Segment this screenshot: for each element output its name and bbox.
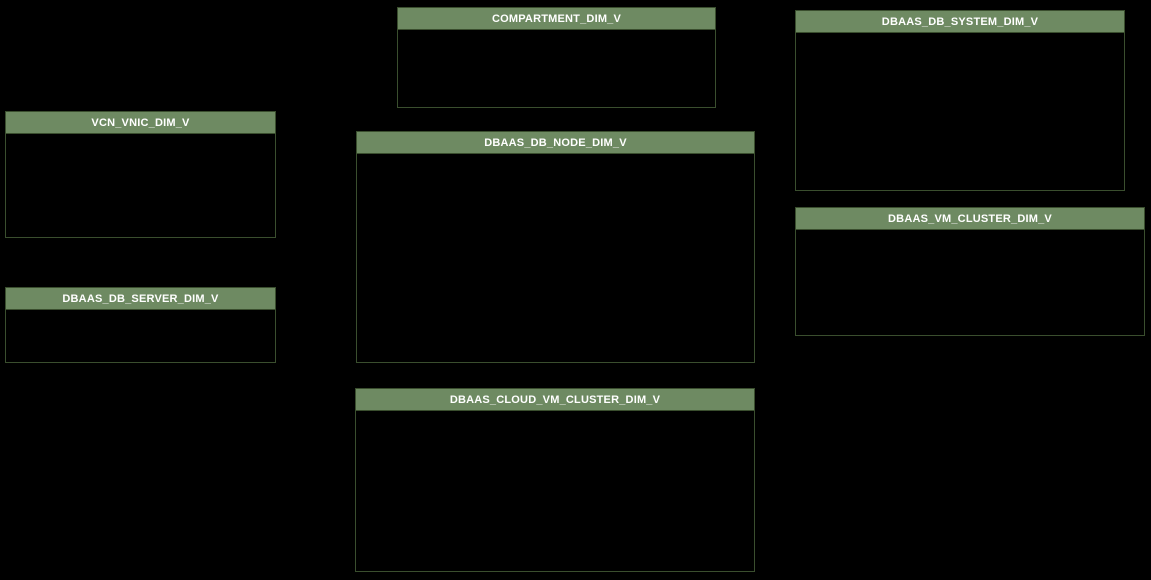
entity-dbaas-cloud-vm-cluster-dim-v[interactable]: DBAAS_CLOUD_VM_CLUSTER_DIM_V — [355, 388, 755, 572]
entity-title: DBAAS_VM_CLUSTER_DIM_V — [888, 212, 1052, 225]
entity-dbaas-db-node-dim-v[interactable]: DBAAS_DB_NODE_DIM_V — [356, 131, 755, 363]
entity-header: DBAAS_CLOUD_VM_CLUSTER_DIM_V — [356, 389, 754, 411]
entity-body — [796, 230, 1144, 334]
entity-dbaas-db-system-dim-v[interactable]: DBAAS_DB_SYSTEM_DIM_V — [795, 10, 1125, 191]
entity-dbaas-db-server-dim-v[interactable]: DBAAS_DB_SERVER_DIM_V — [5, 287, 276, 363]
entity-body — [6, 310, 275, 361]
entity-title: VCN_VNIC_DIM_V — [91, 116, 190, 129]
entity-vcn-vnic-dim-v[interactable]: VCN_VNIC_DIM_V — [5, 111, 276, 238]
entity-header: COMPARTMENT_DIM_V — [398, 8, 715, 30]
entity-title: DBAAS_CLOUD_VM_CLUSTER_DIM_V — [449, 393, 661, 406]
entity-header: DBAAS_VM_CLUSTER_DIM_V — [796, 208, 1144, 230]
entity-header: VCN_VNIC_DIM_V — [6, 112, 275, 134]
entity-title: DBAAS_DB_SERVER_DIM_V — [62, 292, 219, 305]
entity-title: DBAAS_DB_SYSTEM_DIM_V — [881, 15, 1039, 28]
entity-body — [796, 33, 1124, 189]
entity-header: DBAAS_DB_NODE_DIM_V — [357, 132, 754, 154]
entity-body — [356, 411, 754, 570]
entity-title: DBAAS_DB_NODE_DIM_V — [484, 136, 627, 149]
entity-title: COMPARTMENT_DIM_V — [491, 12, 622, 25]
entity-header: DBAAS_DB_SERVER_DIM_V — [6, 288, 275, 310]
entity-body — [357, 154, 754, 361]
entity-body — [398, 30, 715, 106]
entity-compartment-dim-v[interactable]: COMPARTMENT_DIM_V — [397, 7, 716, 108]
entity-header: DBAAS_DB_SYSTEM_DIM_V — [796, 11, 1124, 33]
entity-body — [6, 134, 275, 236]
entity-dbaas-vm-cluster-dim-v[interactable]: DBAAS_VM_CLUSTER_DIM_V — [795, 207, 1145, 336]
